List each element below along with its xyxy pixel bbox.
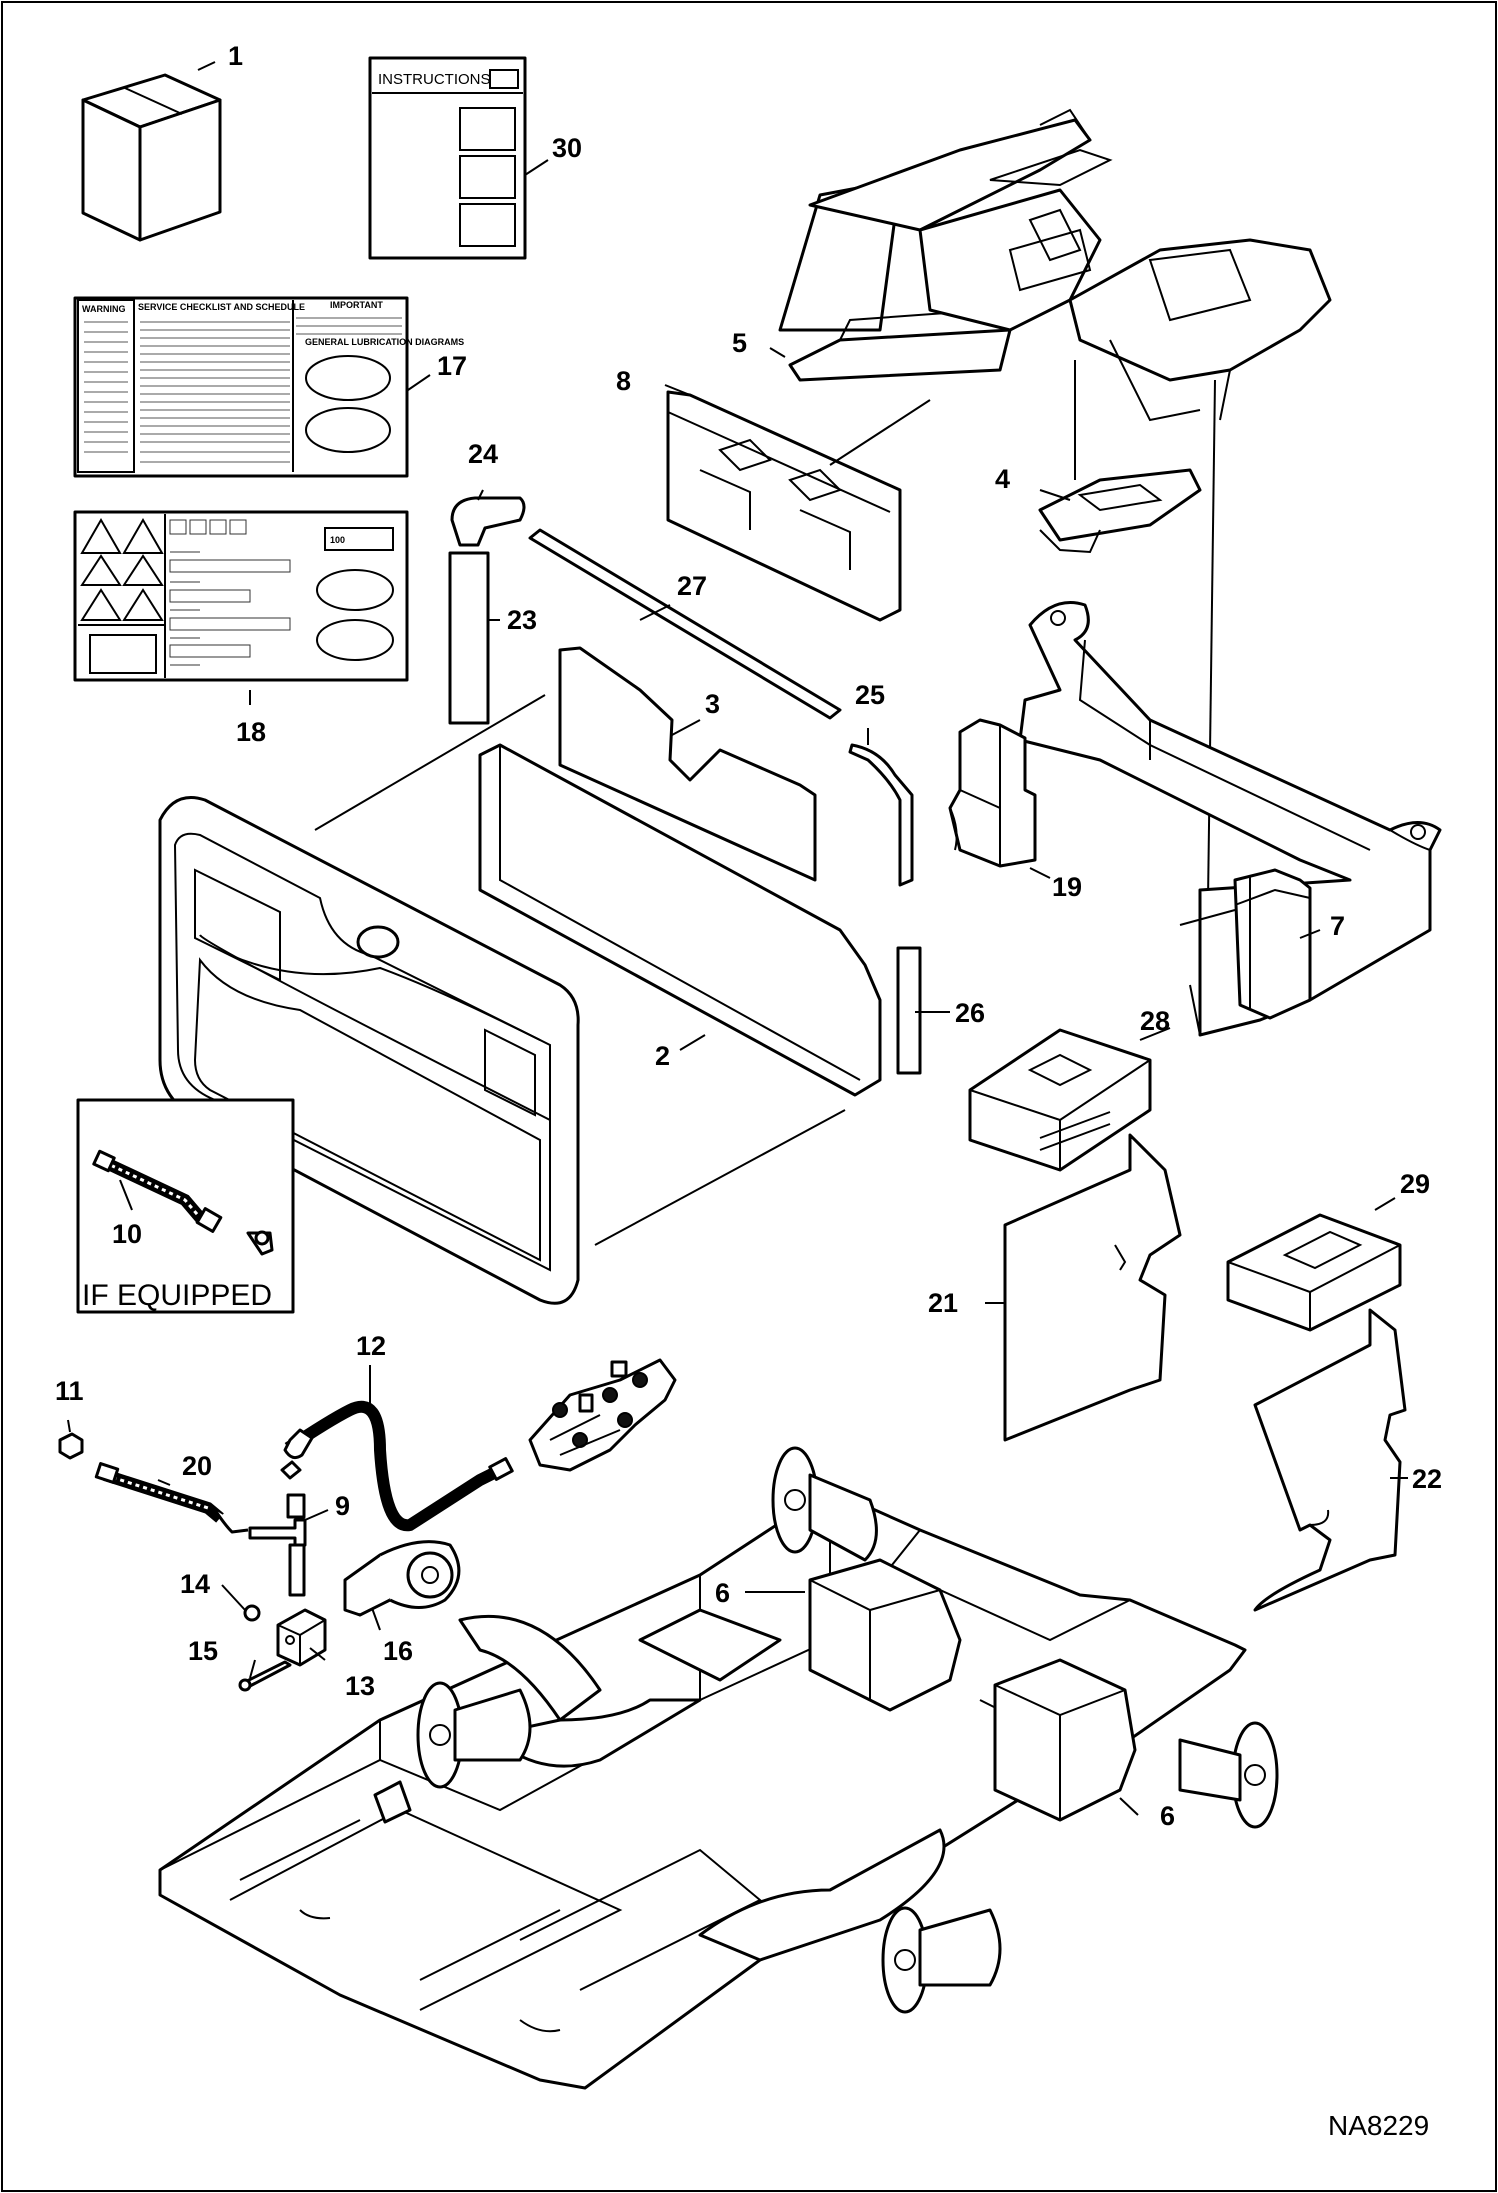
decal-18-safety-decal: 100: [73, 510, 409, 682]
axle-right-front: [771, 1446, 878, 1562]
part-21-foam-panel: [1003, 1133, 1182, 1442]
callout-19: 19: [1052, 872, 1082, 902]
part-2-foam-panel: [478, 743, 882, 1097]
decal-17-important: IMPORTANT: [330, 300, 383, 310]
callout-5: 5: [732, 328, 747, 358]
callout-11: 11: [55, 1376, 84, 1406]
callout-9: 9: [335, 1491, 350, 1521]
part-6-foam-block-b: [993, 1658, 1137, 1822]
callout-26: 26: [955, 998, 985, 1028]
part-28-foam-block: [968, 1028, 1152, 1172]
part-4-foam-pad: [1038, 468, 1202, 554]
callout-7: 7: [1330, 911, 1345, 941]
part-14-plug: [243, 1604, 261, 1622]
leader-lines: [67, 61, 1408, 1816]
decal-18-value: 100: [330, 535, 345, 545]
callout-30: 30: [552, 133, 582, 163]
callout-29: 29: [1400, 1169, 1430, 1199]
cab-floor-pan: [808, 108, 1332, 422]
part-25-curved-seal: [848, 743, 914, 887]
part-11-nut: [58, 1432, 84, 1460]
part-7-foam-block: [1179, 868, 1312, 1036]
part-27-long-seal: [528, 528, 842, 720]
part-19-foam-block: [948, 718, 1037, 868]
decal-17-warning: WARNING: [82, 304, 126, 314]
callout-1: 1: [228, 41, 243, 71]
decal-17-checklist-title: SERVICE CHECKLIST AND SCHEDULE: [138, 302, 305, 312]
part-30-instructions: INSTRUCTIONS: [368, 56, 527, 260]
callouts: 1 30 17 18 5 8 4 24 23 27 3 25 19 7 28 2…: [55, 41, 1442, 1831]
part-10-if-equipped-box: IF EQUIPPED: [76, 1098, 295, 1314]
callout-4: 4: [995, 464, 1010, 494]
guide-line-door-a: [314, 694, 546, 831]
axle-left-rear: [881, 1906, 1002, 2014]
callout-6b: 6: [1160, 1801, 1175, 1831]
part-1-box: [81, 73, 222, 242]
axle-left-front: [416, 1681, 532, 1789]
callout-25: 25: [855, 680, 885, 710]
part-9-tee-fitting: [248, 1493, 307, 1597]
callout-15: 15: [188, 1636, 218, 1666]
callout-12: 12: [356, 1331, 386, 1361]
callout-10: 10: [112, 1219, 142, 1249]
callout-28: 28: [1140, 1006, 1170, 1036]
callout-17: 17: [437, 351, 467, 381]
decal-17-lube-title: GENERAL LUBRICATION DIAGRAMS: [305, 337, 464, 347]
callout-14: 14: [180, 1569, 210, 1599]
drawing-id: NA8229: [1328, 2110, 1429, 2141]
guide-line-pan-8: [829, 399, 931, 466]
callout-21: 21: [928, 1288, 958, 1318]
part-24-corner-seal: [450, 496, 526, 547]
callout-20: 20: [182, 1451, 212, 1481]
part-3-foam-panel: [558, 646, 817, 882]
callout-2: 2: [655, 1041, 670, 1071]
callout-22: 22: [1412, 1464, 1442, 1494]
guide-line-pan-7: [1207, 379, 1216, 901]
callout-24: 24: [468, 439, 498, 469]
callout-18: 18: [236, 717, 266, 747]
part-6-foam-block-a: [808, 1558, 962, 1712]
part-23-vertical-seal: [448, 551, 490, 725]
callout-6a: 6: [715, 1578, 730, 1608]
callout-13: 13: [345, 1671, 375, 1701]
part-13-block: [276, 1608, 327, 1667]
part-29-foam-block: [1226, 1213, 1402, 1332]
part-16-motor: [343, 1540, 461, 1617]
part-15-bolt: [238, 1660, 292, 1692]
part-26-vertical-seal: [896, 946, 922, 1075]
callout-8: 8: [616, 366, 631, 396]
control-valve: [528, 1358, 677, 1472]
axle-right-rear: [1178, 1721, 1279, 1829]
callout-16: 16: [383, 1636, 413, 1666]
callout-27: 27: [677, 571, 707, 601]
callout-23: 23: [507, 605, 537, 635]
part-22-foam-panel: [1253, 1308, 1407, 1612]
part-20-hose: [94, 1462, 249, 1534]
if-equipped-label: IF EQUIPPED: [82, 1279, 272, 1312]
instructions-label: INSTRUCTIONS: [378, 71, 491, 88]
decal-17-service-checklist: WARNING SERVICE CHECKLIST AND SCHEDULE I…: [73, 296, 464, 478]
callout-3: 3: [705, 689, 720, 719]
part-12-hose: [280, 1400, 514, 1532]
guide-line-door-b: [594, 1109, 846, 1246]
upright-frame: [1018, 601, 1442, 1037]
